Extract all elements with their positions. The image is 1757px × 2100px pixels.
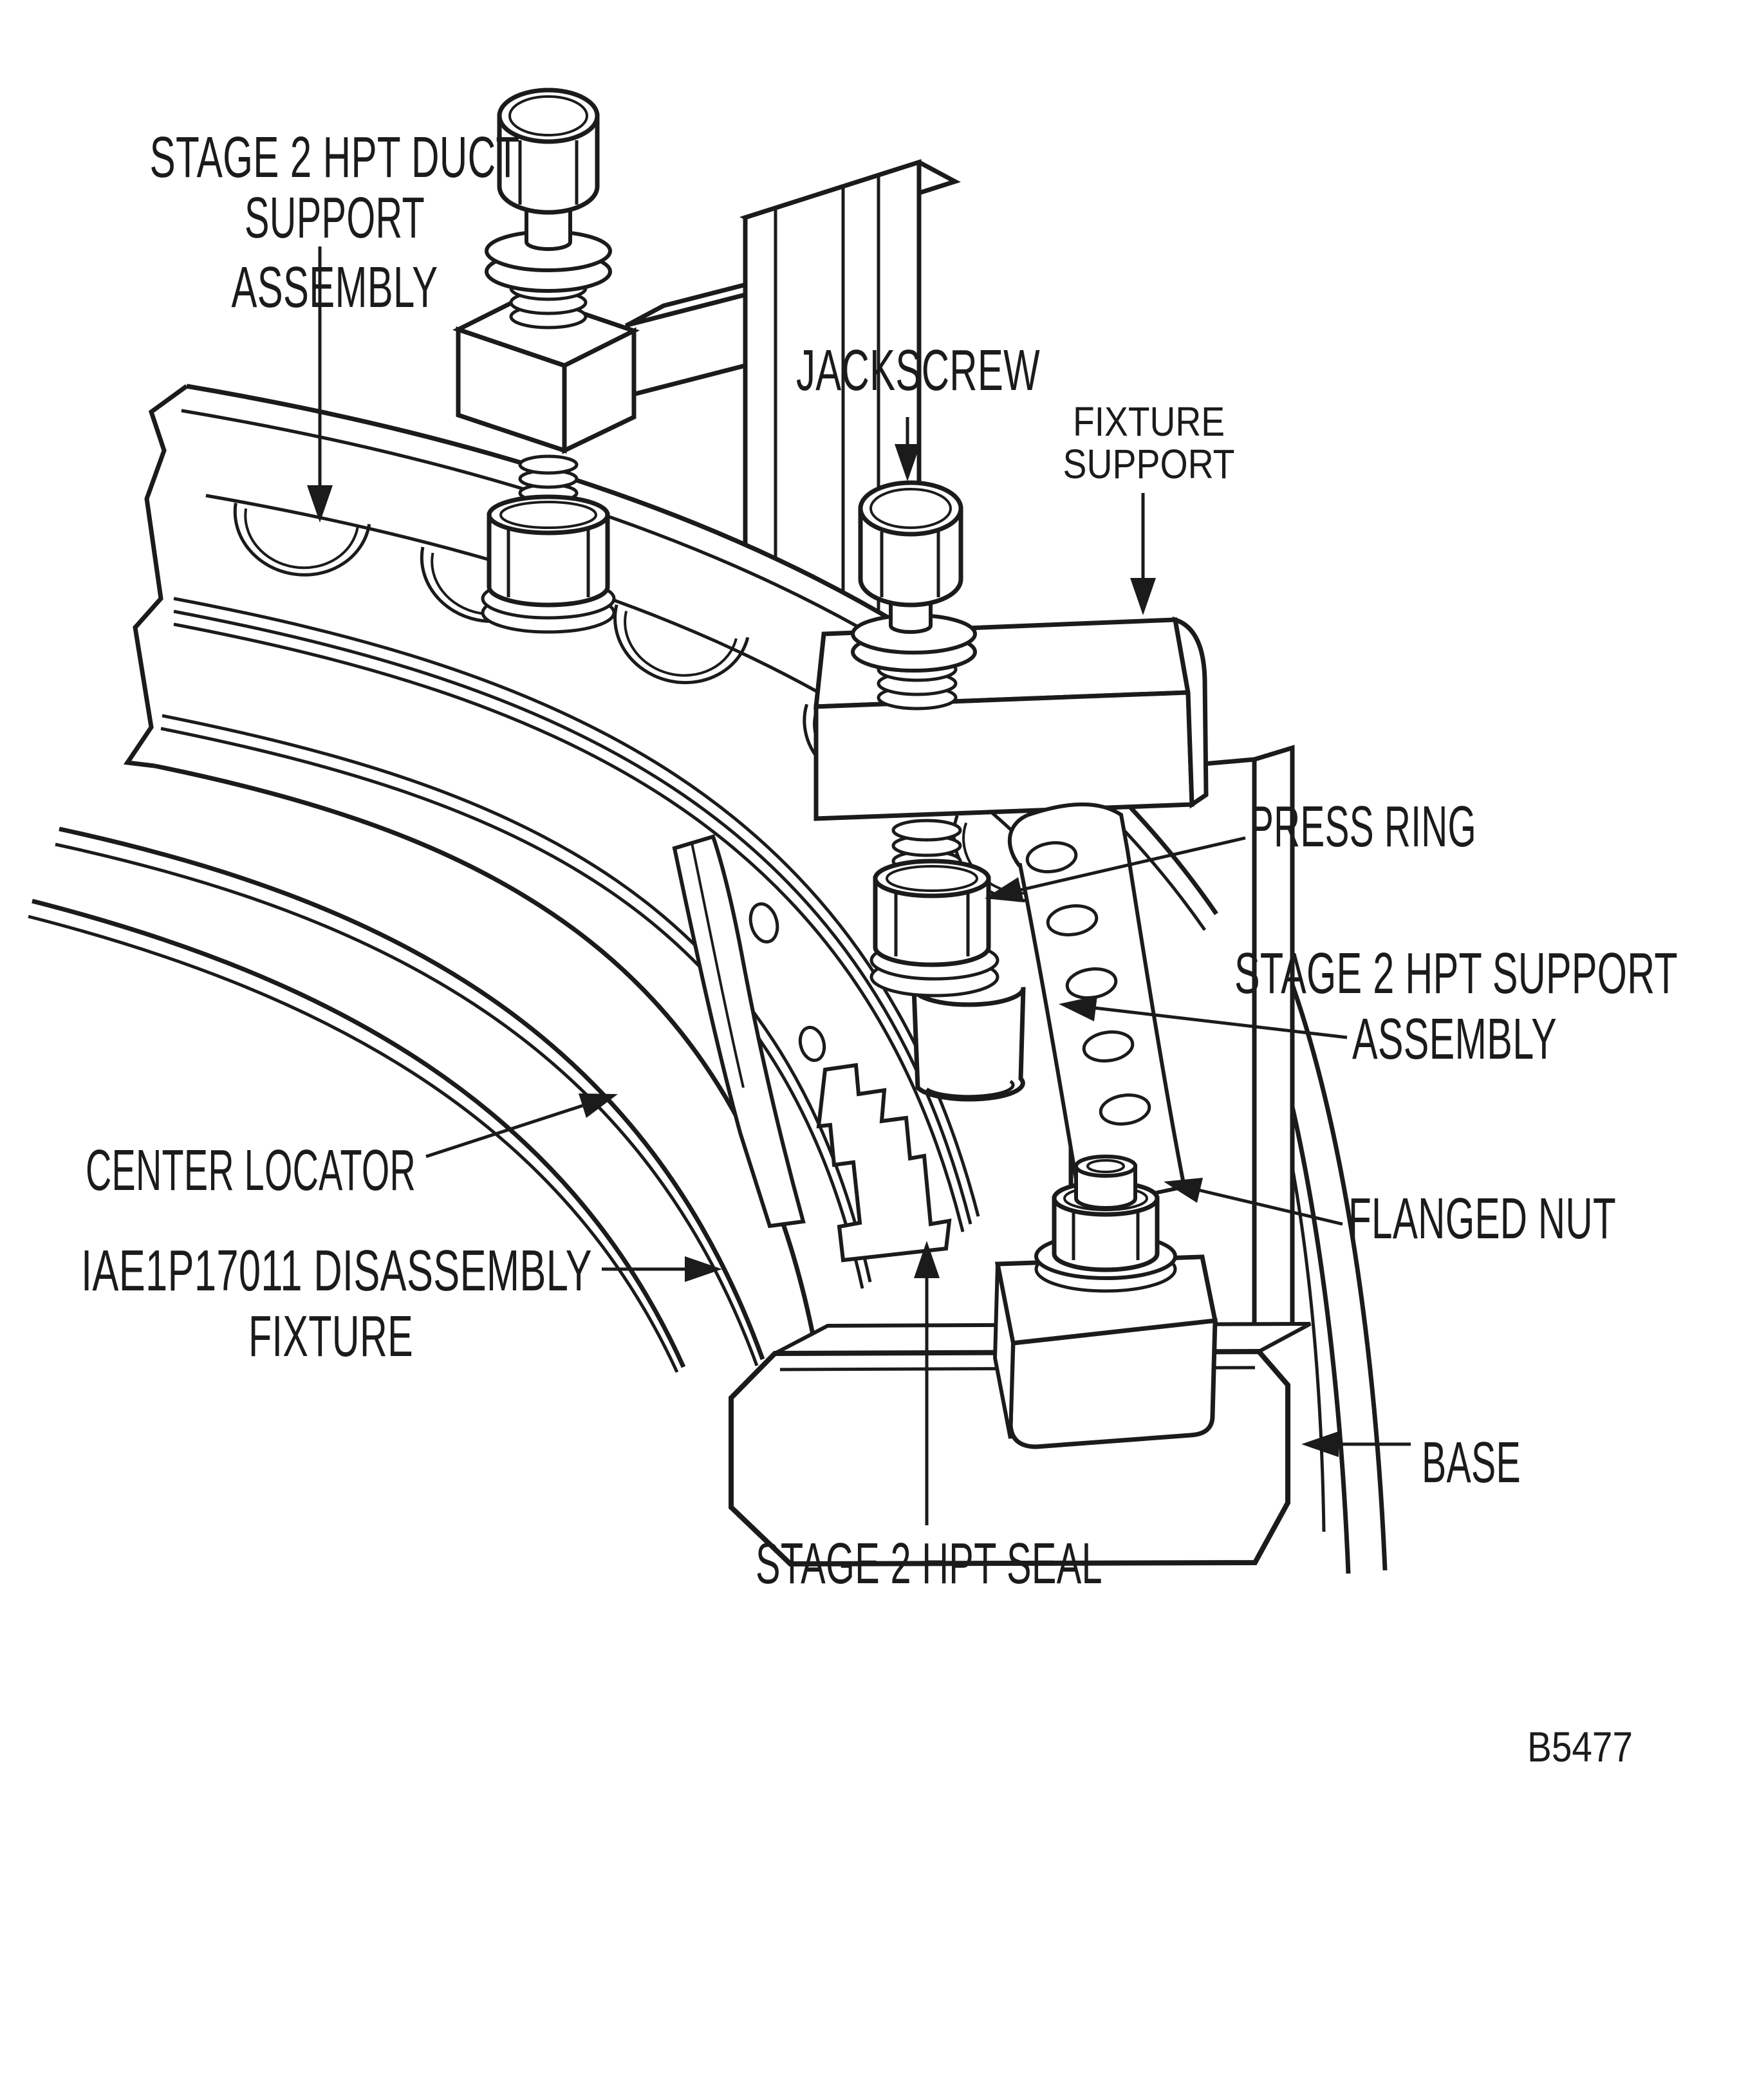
hpt-support-assembly-flange: [1007, 802, 1187, 1209]
leader-fixture-support: [1130, 493, 1156, 615]
ring-cut-end: [123, 384, 189, 768]
label-center-locator: CENTER LOCATOR: [86, 1138, 416, 1203]
leader-hpt-support-assembly: [1059, 996, 1348, 1039]
label-fixture-support-line1: FIXTURE: [1073, 398, 1225, 445]
section-details: [672, 834, 952, 1263]
label-hpt-support-line2: ASSEMBLY: [1352, 1007, 1557, 1072]
label-press-ring: PRESS RING: [1249, 795, 1476, 859]
duct-support-jackscrew-assembly: [452, 88, 640, 634]
label-duct-support-line2: SUPPORT: [245, 186, 425, 250]
label-jackscrew: JACKSCREW: [796, 339, 1040, 403]
label-hpt-seal: STAGE 2 HPT SEAL: [756, 1532, 1102, 1596]
label-base: BASE: [1422, 1431, 1521, 1495]
labels: STAGE 2 HPT DUCT SUPPORT ASSEMBLY JACKSC…: [81, 125, 1678, 1770]
figure-number: B5477: [1527, 1723, 1633, 1770]
leader-lines: [307, 246, 1411, 1525]
label-duct-support-line1: STAGE 2 HPT DUCT: [150, 125, 520, 190]
leader-disassembly-fixture: [602, 1256, 722, 1282]
leader-base: [1301, 1431, 1411, 1457]
leader-hpt-seal: [914, 1241, 940, 1525]
center-locator-rails: [28, 826, 765, 1373]
hpt-seal-section: [816, 1063, 952, 1263]
label-disassembly-fixture-line1: IAE1P17011 DISASSEMBLY: [81, 1239, 592, 1303]
press-ring-body: [911, 987, 1026, 1102]
jackscrew-stud-press-ring: [869, 819, 1026, 1102]
leader-press-ring: [985, 836, 1246, 902]
leader-jackscrew: [895, 417, 920, 481]
leader-duct-support-assembly: [307, 246, 333, 523]
jackscrew-bolt: [851, 480, 977, 711]
label-flanged-nut: FLANGED NUT: [1348, 1187, 1616, 1251]
label-duct-support-line3: ASSEMBLY: [232, 256, 438, 320]
leader-center-locator: [425, 1093, 618, 1158]
leader-flanged-nut: [1164, 1178, 1343, 1226]
flanged-nut: [1034, 1155, 1177, 1293]
label-hpt-support-line1: STAGE 2 HPT SUPPORT: [1234, 942, 1678, 1006]
label-fixture-support-line2: SUPPORT: [1063, 441, 1235, 487]
label-disassembly-fixture-line2: FIXTURE: [248, 1305, 413, 1369]
